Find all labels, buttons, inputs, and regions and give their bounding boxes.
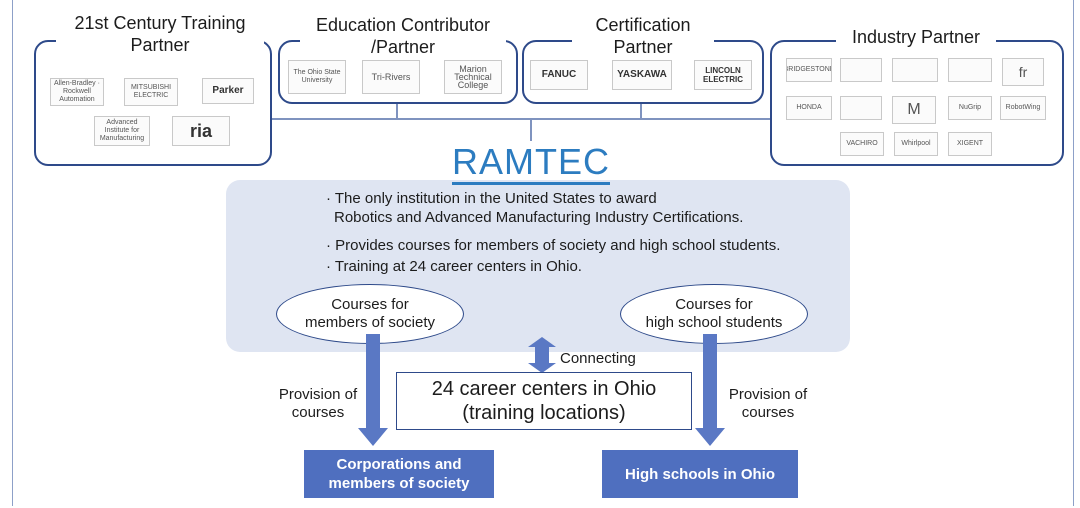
logo-lincoln-electric: LINCOLN ELECTRIC — [694, 60, 752, 90]
logo-industry-2 — [840, 58, 882, 82]
provision-right-label: Provision of courses — [720, 386, 816, 422]
industry-partner-title: Industry Partner — [836, 26, 996, 48]
courses-highschool-line2: high school students — [645, 314, 783, 331]
logo-xigent: XIGENT — [948, 132, 992, 156]
connecting-label: Connecting — [560, 350, 636, 367]
logo-parker: Parker — [202, 78, 254, 104]
courses-society-ellipse: Courses for members of society — [276, 284, 464, 344]
career-centers-box: 24 career centers in Ohio (training loca… — [396, 372, 692, 430]
corporations-line1: Corporations and — [336, 456, 462, 473]
connector-education — [396, 102, 398, 119]
diagram-frame — [12, 0, 1074, 506]
certification-partner-title: Certification Partner — [572, 14, 714, 58]
logo-industry-3 — [892, 58, 938, 82]
logo-marion: Marion Technical College — [444, 60, 502, 94]
corporations-box: Corporations and members of society — [304, 450, 494, 498]
ramtec-bullet-2: · Provides courses for members of societ… — [326, 237, 781, 254]
logo-industry-4 — [948, 58, 992, 82]
logo-advanced-institute: Advanced Institute for Manufacturing — [94, 116, 150, 146]
education-partner-title-line1: Education Contributor — [315, 15, 491, 35]
highschools-box: High schools in Ohio — [602, 450, 798, 498]
logo-industry-7 — [840, 96, 882, 120]
logo-vachiro: VACHIRO — [840, 132, 884, 156]
courses-society-line2: members of society — [304, 314, 436, 331]
logo-honda: HONDA — [786, 96, 832, 120]
logo-allen-bradley: Allen-Bradley · Rockwell Automation — [50, 78, 104, 106]
logo-whirlpool: Whirlpool — [894, 132, 938, 156]
courses-highschool-line1: Courses for — [675, 296, 753, 313]
provision-left-label: Provision of courses — [270, 386, 366, 422]
logo-tri-rivers: Tri-Rivers — [362, 60, 420, 94]
certification-partner-title-line2: Partner — [613, 37, 673, 57]
training-partner-title-line1: 21st Century Training — [74, 13, 246, 33]
corporations-line2: members of society — [328, 475, 470, 492]
education-partner-title: Education Contributor /Partner — [300, 14, 506, 58]
ramtec-title: RAMTEC — [452, 142, 610, 185]
logo-ohio-state: The Ohio State University — [288, 60, 346, 94]
logo-nugrip: NuGrip — [948, 96, 992, 120]
logo-ria: ria — [172, 116, 230, 146]
logo-robotwing: RobotWing — [1000, 96, 1046, 120]
logo-fr: fr — [1002, 58, 1044, 86]
logo-fanuc: FANUC — [530, 60, 588, 90]
career-centers-line2: (training locations) — [462, 402, 626, 424]
ramtec-bullet-1-line2: Robotics and Advanced Manufacturing Indu… — [334, 209, 744, 226]
logo-bridgestone: BRIDGESTONE — [786, 58, 832, 82]
connector-certification — [640, 102, 642, 119]
ramtec-bullet-1-line1: · The only institution in the United Sta… — [326, 190, 657, 207]
career-centers-line1: 24 career centers in Ohio — [431, 378, 657, 400]
logo-m: M — [892, 96, 936, 124]
connector-ramtec — [530, 119, 532, 141]
provision-left-line2: courses — [291, 404, 345, 421]
courses-society-line1: Courses for — [331, 296, 409, 313]
training-partner-title-line2: Partner — [130, 35, 190, 55]
logo-yaskawa: YASKAWA — [612, 60, 672, 90]
courses-highschool-ellipse: Courses for high school students — [620, 284, 808, 344]
logo-mitsubishi: MITSUBISHI ELECTRIC — [124, 78, 178, 106]
certification-partner-title-line1: Certification — [595, 15, 691, 35]
connector-horizontal — [272, 118, 770, 120]
provision-right-line1: Provision of — [728, 386, 808, 403]
provision-left-line1: Provision of — [278, 386, 358, 403]
provision-right-line2: courses — [741, 404, 795, 421]
education-partner-title-line2: /Partner — [370, 37, 436, 57]
ramtec-bullet-3: · Training at 24 career centers in Ohio. — [326, 258, 582, 275]
training-partner-title: 21st Century Training Partner — [56, 12, 264, 56]
